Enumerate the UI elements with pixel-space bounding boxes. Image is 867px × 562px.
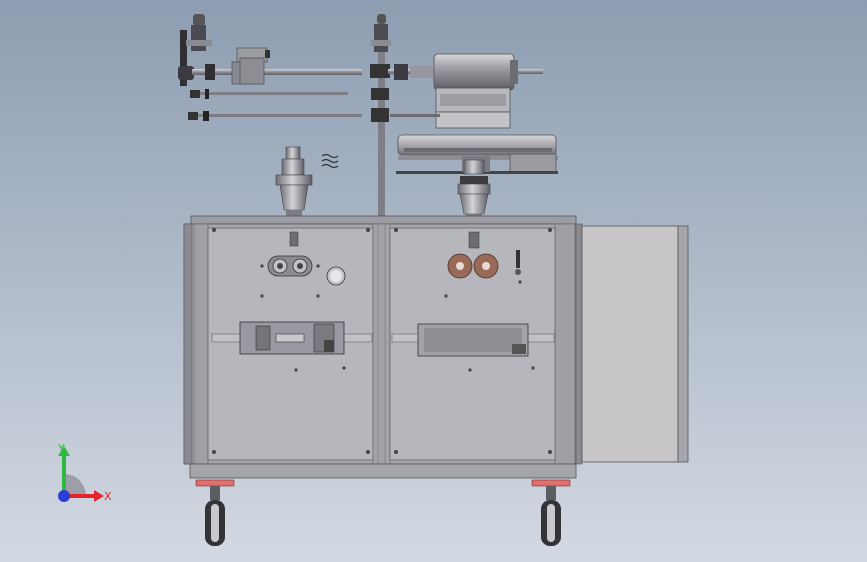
triad-y-arrowhead (58, 446, 70, 456)
bearing-block[interactable] (236, 47, 270, 85)
triad-rotation-arc (64, 474, 86, 496)
toggle-lever[interactable] (515, 250, 521, 275)
guide-rod-2[interactable] (188, 111, 362, 121)
main-shaft[interactable] (192, 69, 362, 75)
center-post (372, 223, 391, 465)
left-mechanism[interactable] (239, 321, 345, 355)
center-column[interactable] (370, 14, 391, 216)
left-knob[interactable] (326, 266, 346, 286)
left-roller-pair[interactable] (267, 255, 313, 277)
guide-rod-1[interactable] (190, 89, 348, 99)
small-springs (321, 153, 339, 169)
right-spindle[interactable] (457, 159, 491, 222)
right-mechanism[interactable] (417, 323, 529, 357)
left-pulley[interactable] (178, 66, 194, 80)
right-caster[interactable] (531, 479, 571, 546)
upper-shaft-assembly[interactable] (178, 14, 558, 216)
left-toggle-clamp[interactable] (186, 14, 212, 51)
cabinet-base (189, 463, 577, 479)
left-spindle[interactable] (275, 146, 313, 222)
panel-screws (212, 228, 552, 454)
right-motor[interactable] (388, 53, 543, 91)
cabinet-top (190, 215, 577, 225)
triad-x-label: X (104, 490, 112, 503)
left-chain[interactable] (180, 30, 187, 86)
triad-x-arrowhead (94, 490, 104, 502)
side-door[interactable] (575, 223, 689, 465)
triad-y-label: Y (57, 442, 65, 455)
motor-mount[interactable] (390, 87, 511, 129)
left-caster[interactable] (195, 479, 235, 546)
main-cabinet[interactable] (183, 215, 577, 479)
right-roller-pair[interactable] (447, 253, 499, 279)
large-disc[interactable] (396, 134, 558, 174)
triad-z-axis (58, 490, 70, 502)
coordinate-triad: Y X (57, 442, 112, 503)
